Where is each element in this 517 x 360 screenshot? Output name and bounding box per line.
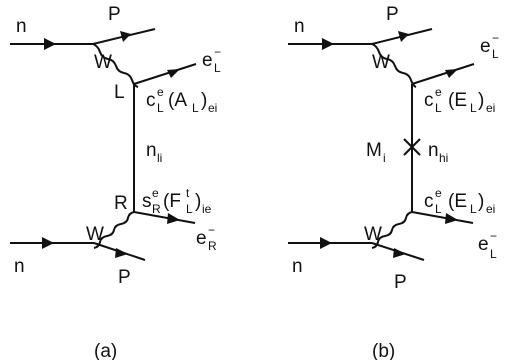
b-bottom-lepton-line	[411, 211, 474, 224]
a-bottom-in-fermion-label: n	[14, 256, 25, 277]
a-bottom-coupling-label: s e R (F t L ) ie	[142, 184, 212, 217]
b-top-lepton-label: e − L	[480, 29, 503, 61]
a-bottom-boson-label: W	[86, 224, 104, 245]
a-top-lepton-line	[133, 63, 197, 85]
diagram-b: n P W e − L c e L (E L ) ei M i n hi c e	[288, 4, 503, 360]
b-top-in-fermion-label: n	[294, 16, 305, 37]
b-top-lepton-arrow	[445, 69, 458, 78]
a-top-coupling-label: c e L (A L ) ei	[146, 83, 217, 116]
a-top-w-boson	[92, 43, 139, 88]
b-top-boson-label: W	[372, 52, 390, 73]
a-top-in-arrow	[44, 38, 56, 50]
a-bottom-w-boson	[93, 211, 135, 249]
a-top-in-fermion-label: n	[16, 16, 27, 37]
b-mass-insertion-label: M i	[366, 140, 386, 165]
b-top-out-fermion-label: P	[386, 4, 399, 25]
a-bottom-out-fermion-label: P	[118, 267, 131, 288]
a-bottom-lepton-line	[133, 211, 196, 224]
b-top-in-arrow	[322, 38, 334, 50]
diagram-a: n P W L e − L c e L (A L ) ei n li R s e…	[10, 4, 225, 360]
b-mass-insertion-cross-2	[403, 138, 421, 156]
a-bottom-lepton-label: e − R	[196, 221, 219, 253]
a-top-out-fermion-label: P	[108, 4, 121, 25]
b-top-lepton-line	[411, 63, 475, 85]
b-bottom-lepton-arrow	[445, 213, 458, 224]
a-bottom-out-arrow	[115, 248, 128, 258]
a-top-vertex-label: L	[114, 82, 125, 103]
a-caption: (a)	[94, 341, 117, 360]
b-bottom-in-arrow	[320, 237, 332, 249]
b-bottom-coupling-label: c e L (E L ) ei	[424, 184, 495, 217]
b-bottom-in-fermion-label: n	[292, 256, 303, 277]
a-top-lepton-label: e − L	[202, 43, 225, 75]
b-bottom-w-boson	[371, 211, 413, 249]
a-top-out-arrow	[120, 31, 131, 42]
b-bottom-lepton-label: e − L	[478, 227, 501, 261]
a-bottom-vertex-label: R	[114, 193, 128, 214]
a-bottom-lepton-arrow	[167, 213, 180, 224]
b-propagator-label: n hi	[428, 140, 448, 165]
b-bottom-out-arrow	[393, 248, 406, 258]
b-bottom-out-fermion-label: P	[394, 272, 407, 293]
b-top-coupling-label: c e L (E L ) ei	[424, 83, 495, 116]
b-bottom-boson-label: W	[364, 224, 382, 245]
a-top-boson-label: W	[94, 52, 112, 73]
a-top-lepton-arrow	[167, 69, 180, 78]
a-propagator-label: n li	[146, 140, 162, 165]
b-top-w-boson	[371, 43, 417, 88]
b-caption: (b)	[372, 341, 395, 360]
a-bottom-in-arrow	[42, 237, 54, 249]
b-top-out-arrow	[398, 31, 409, 42]
